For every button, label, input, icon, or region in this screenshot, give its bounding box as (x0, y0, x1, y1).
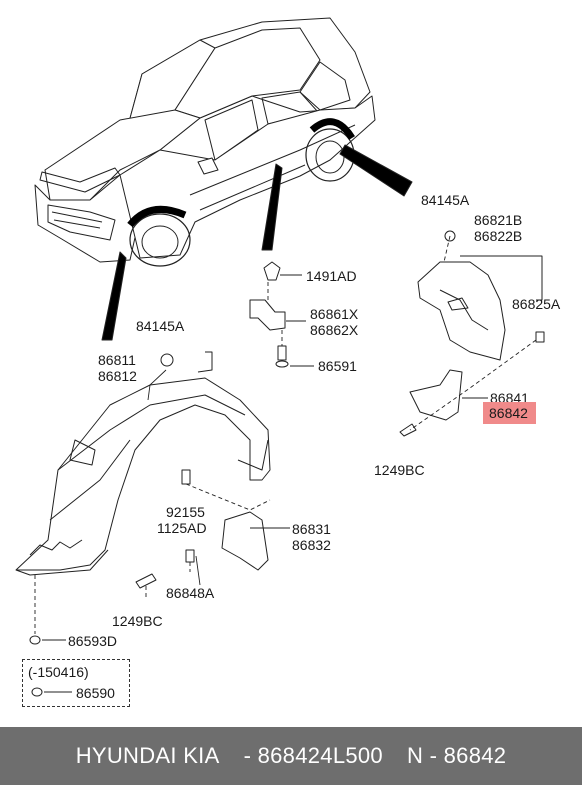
date-range-box (22, 659, 130, 707)
inner-fender-front (15, 351, 271, 576)
part-label-86861x: 86861X (310, 306, 359, 322)
fasteners (29, 230, 545, 697)
part-label-1249bc-right: 1249BC (374, 462, 425, 478)
inner-fender-rear (417, 261, 506, 361)
mud-guard-86831 (221, 511, 269, 571)
mud-guard-86841 (409, 369, 463, 421)
part-label-1125ad: 1125AD (157, 520, 207, 536)
part-label-86825a: 86825A (512, 296, 561, 312)
part-label-86842-highlighted[interactable]: 86842 (483, 402, 536, 424)
part-label-86822b: 86822B (474, 228, 523, 244)
part-label-86593d: 86593D (68, 633, 118, 649)
part-label-86821b: 86821B (474, 212, 523, 228)
part-label-86591: 86591 (318, 358, 357, 374)
footer-brand: HYUNDAI KIA (75, 743, 220, 768)
date-range-label: (-150416) (28, 664, 89, 680)
parts-diagram (15, 17, 545, 697)
leader-lines (34, 235, 543, 693)
footer-bar: HYUNDAI KIA - 868424L500 N - 86842 (0, 727, 582, 785)
part-label-84145a-left: 84145A (136, 318, 185, 334)
part-label-86862x: 86862X (310, 322, 359, 338)
car-illustration (34, 17, 413, 341)
part-label-86812: 86812 (98, 368, 137, 384)
footer-part-number: - 868424L500 (243, 743, 383, 768)
part-label-1249bc-left: 1249BC (112, 613, 163, 629)
part-label-86832: 86832 (292, 537, 331, 553)
part-label-86848a: 86848A (166, 585, 215, 601)
part-label-86831: 86831 (292, 521, 331, 537)
part-label-86811: 86811 (98, 352, 136, 368)
bracket-86861x (249, 299, 286, 331)
part-label-86590: 86590 (76, 685, 115, 701)
part-label-84145a-right: 84145A (421, 192, 470, 208)
part-label-1491ad: 1491AD (306, 268, 357, 284)
part-label-92155: 92155 (166, 504, 205, 520)
footer-position-number: N - 86842 (406, 743, 507, 768)
